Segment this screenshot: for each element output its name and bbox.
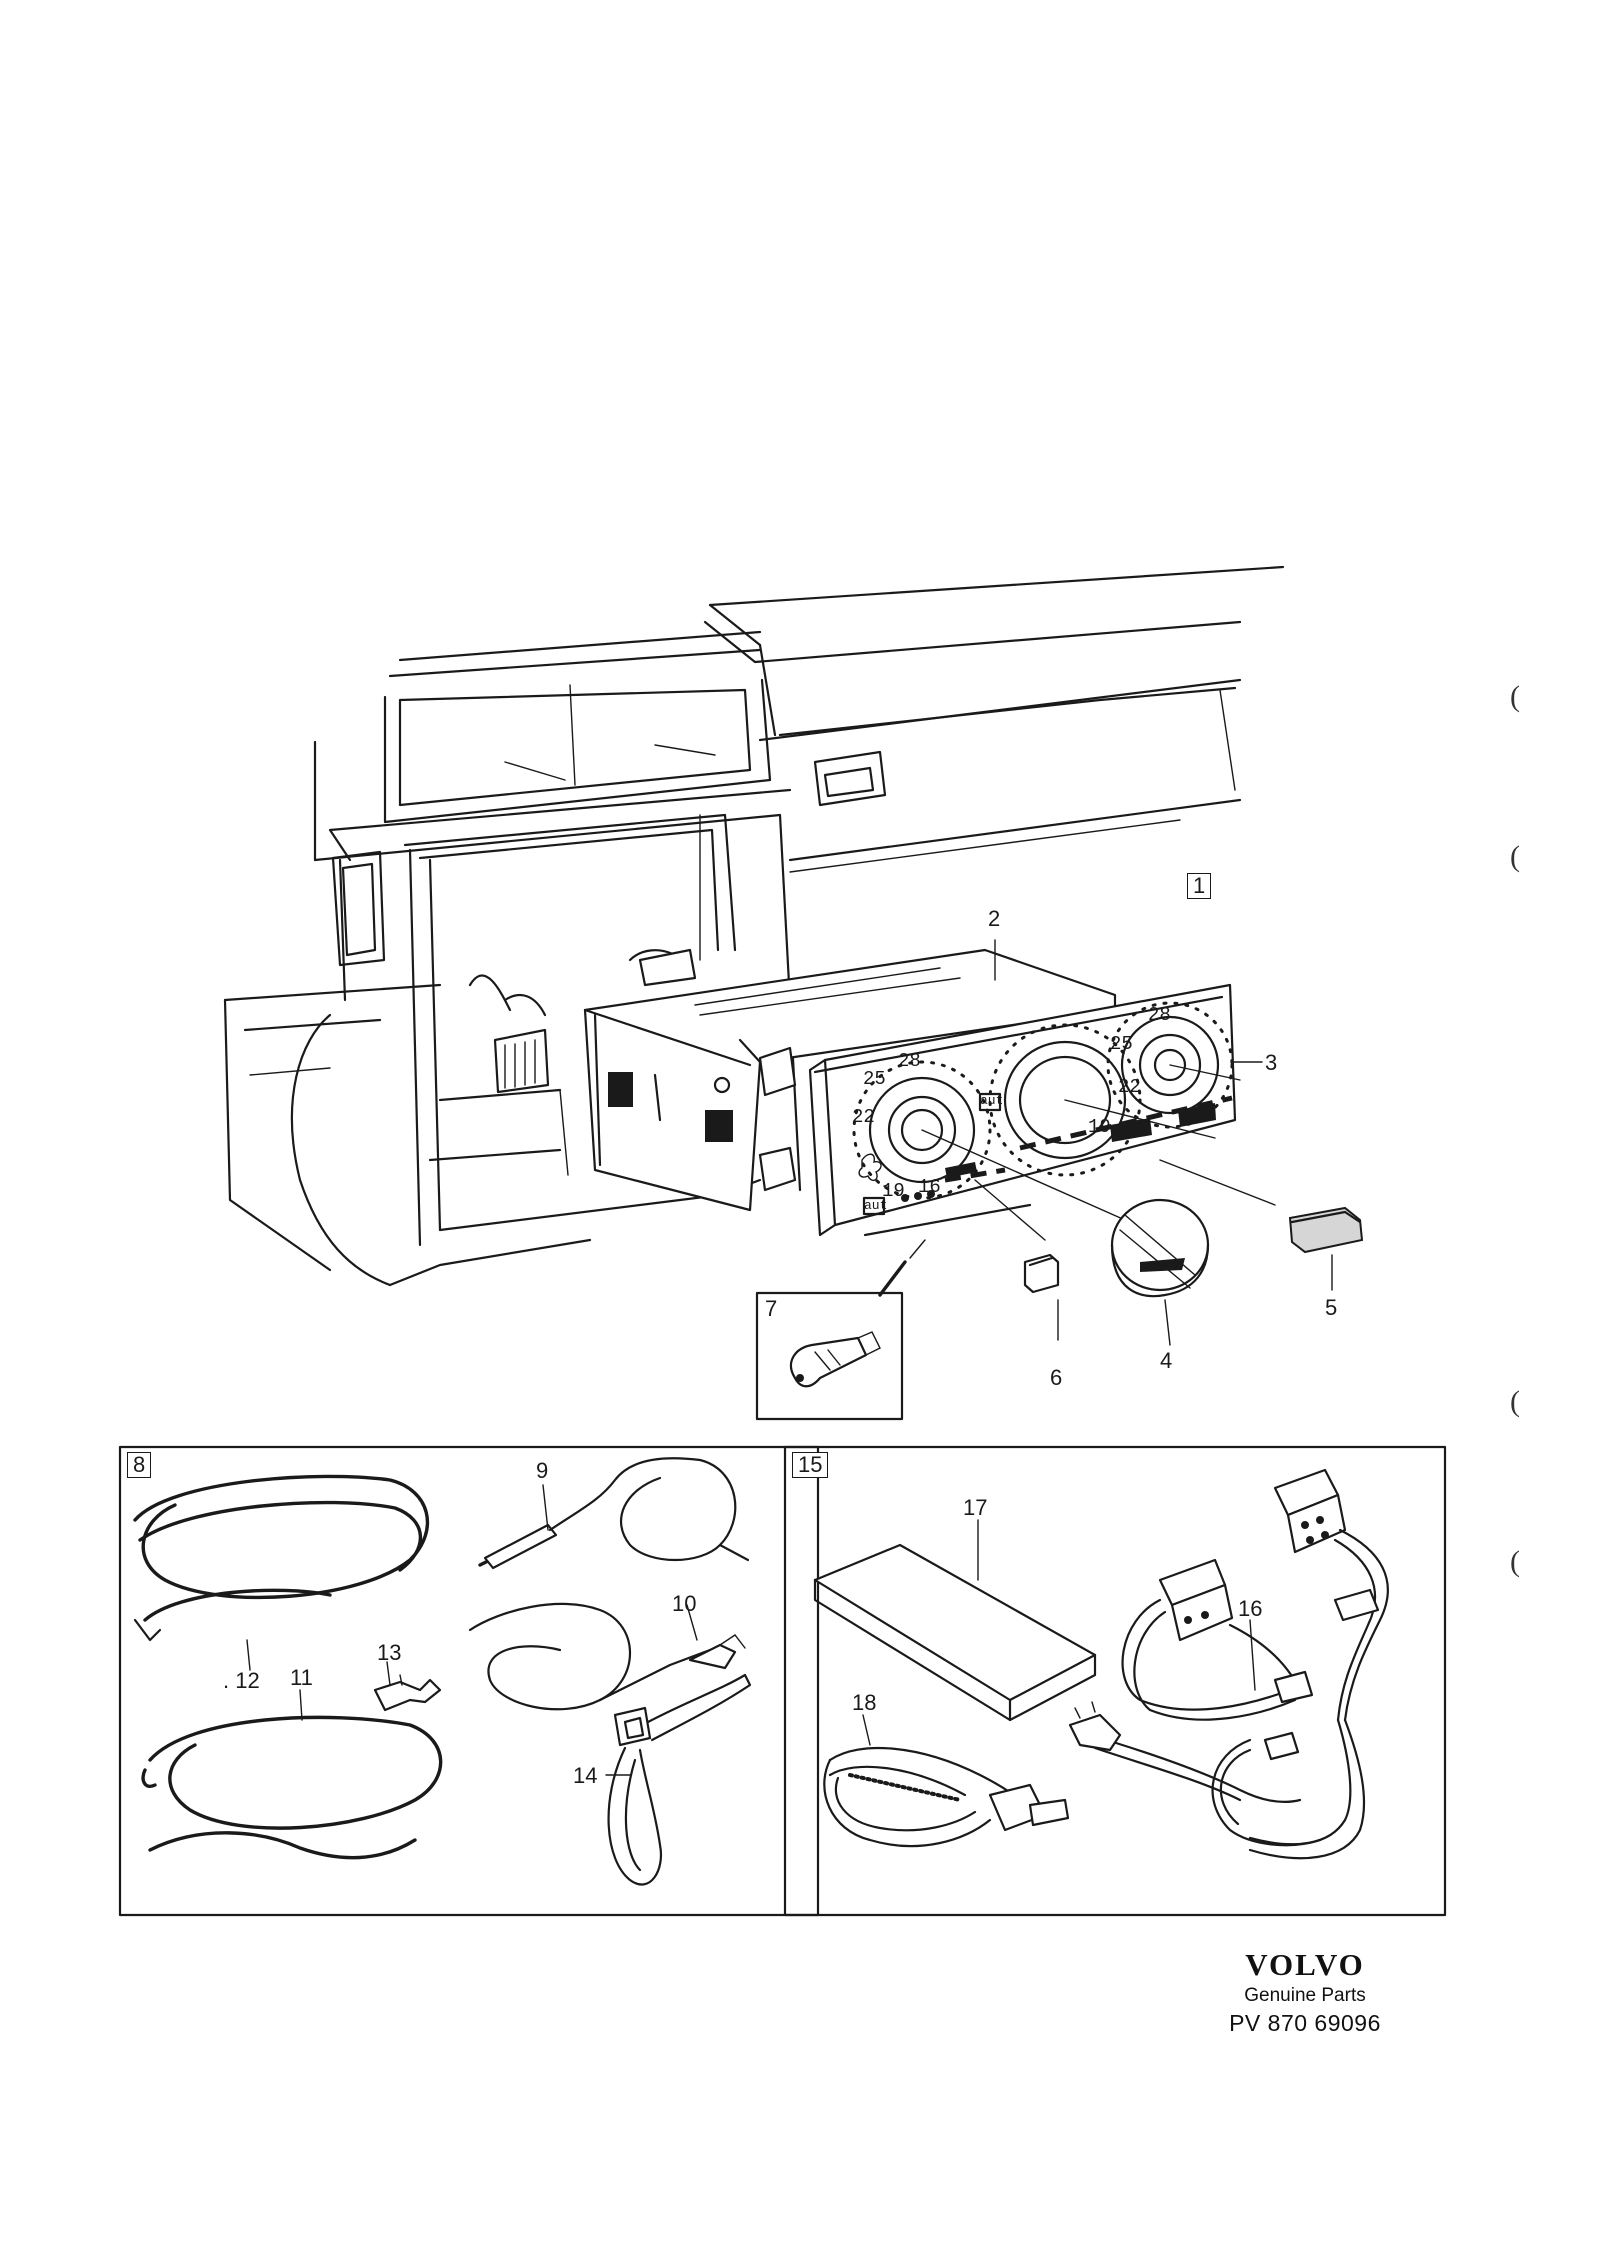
brand-subtitle: Genuine Parts xyxy=(1244,1985,1366,2006)
dial-label-left-22: 22 xyxy=(852,1106,875,1128)
leader-lines xyxy=(246,939,1333,1776)
dial-label-right-28: 28 xyxy=(1148,1004,1171,1026)
callout-17: 17 xyxy=(963,1495,988,1520)
brand-block: VOLVO Genuine Parts PV 870 69096 xyxy=(1200,1947,1410,2037)
margin-mark: ( xyxy=(1510,680,1520,713)
callout-9: 9 xyxy=(536,1458,549,1483)
dial-label-left-16: 16 xyxy=(918,1176,941,1198)
diagram-code: PV 870 69096 xyxy=(1229,2010,1381,2036)
callout-18: 18 xyxy=(852,1690,877,1715)
callout-8: 8 xyxy=(127,1452,152,1478)
callout-5: 5 xyxy=(1325,1295,1338,1320)
auto-label: aut xyxy=(864,1198,888,1213)
dial-label-left-28: 28 xyxy=(898,1050,921,1072)
bulb-detail-box xyxy=(755,1291,904,1421)
volvo-logo: VOLVO xyxy=(1245,1947,1365,1982)
dial-label-right-25: 25 xyxy=(1110,1033,1133,1055)
callout-4: 4 xyxy=(1160,1348,1173,1373)
callout-11: 11 xyxy=(290,1665,313,1690)
callout-10: 10 xyxy=(672,1591,697,1616)
callout-16: 16 xyxy=(1238,1596,1263,1621)
callout-1: 1 xyxy=(1187,873,1212,899)
callout-3: 3 xyxy=(1265,1050,1278,1075)
dial-label-left-25: 25 xyxy=(863,1068,886,1090)
margin-mark: ( xyxy=(1510,1545,1520,1578)
dial-label-right-22: 22 xyxy=(1118,1076,1141,1098)
callout-14: 14 xyxy=(573,1763,598,1788)
dial-label-left-19: 19 xyxy=(882,1180,905,1202)
margin-mark: ( xyxy=(1510,1385,1520,1418)
callout-15: 15 xyxy=(792,1452,829,1478)
climate-control-unit xyxy=(583,948,1276,1297)
dashboard-drawing xyxy=(223,565,1285,1287)
callout-7: 7 xyxy=(765,1296,778,1321)
callout-2: 2 xyxy=(988,906,1001,931)
callout-13: 13 xyxy=(377,1640,402,1665)
margin-mark: ( xyxy=(1510,840,1520,873)
small-cap xyxy=(1023,1253,1060,1294)
kit-box-15 xyxy=(783,1445,1447,1917)
rotary-knob xyxy=(1110,1198,1210,1298)
dial-label-right-19: 19 xyxy=(1088,1116,1111,1138)
callout-12: . 12 xyxy=(223,1668,260,1693)
auto-label: aut xyxy=(980,1093,1004,1108)
callout-6: 6 xyxy=(1050,1365,1063,1390)
push-button xyxy=(1288,1206,1364,1254)
kit-box-8 xyxy=(118,1445,820,1917)
